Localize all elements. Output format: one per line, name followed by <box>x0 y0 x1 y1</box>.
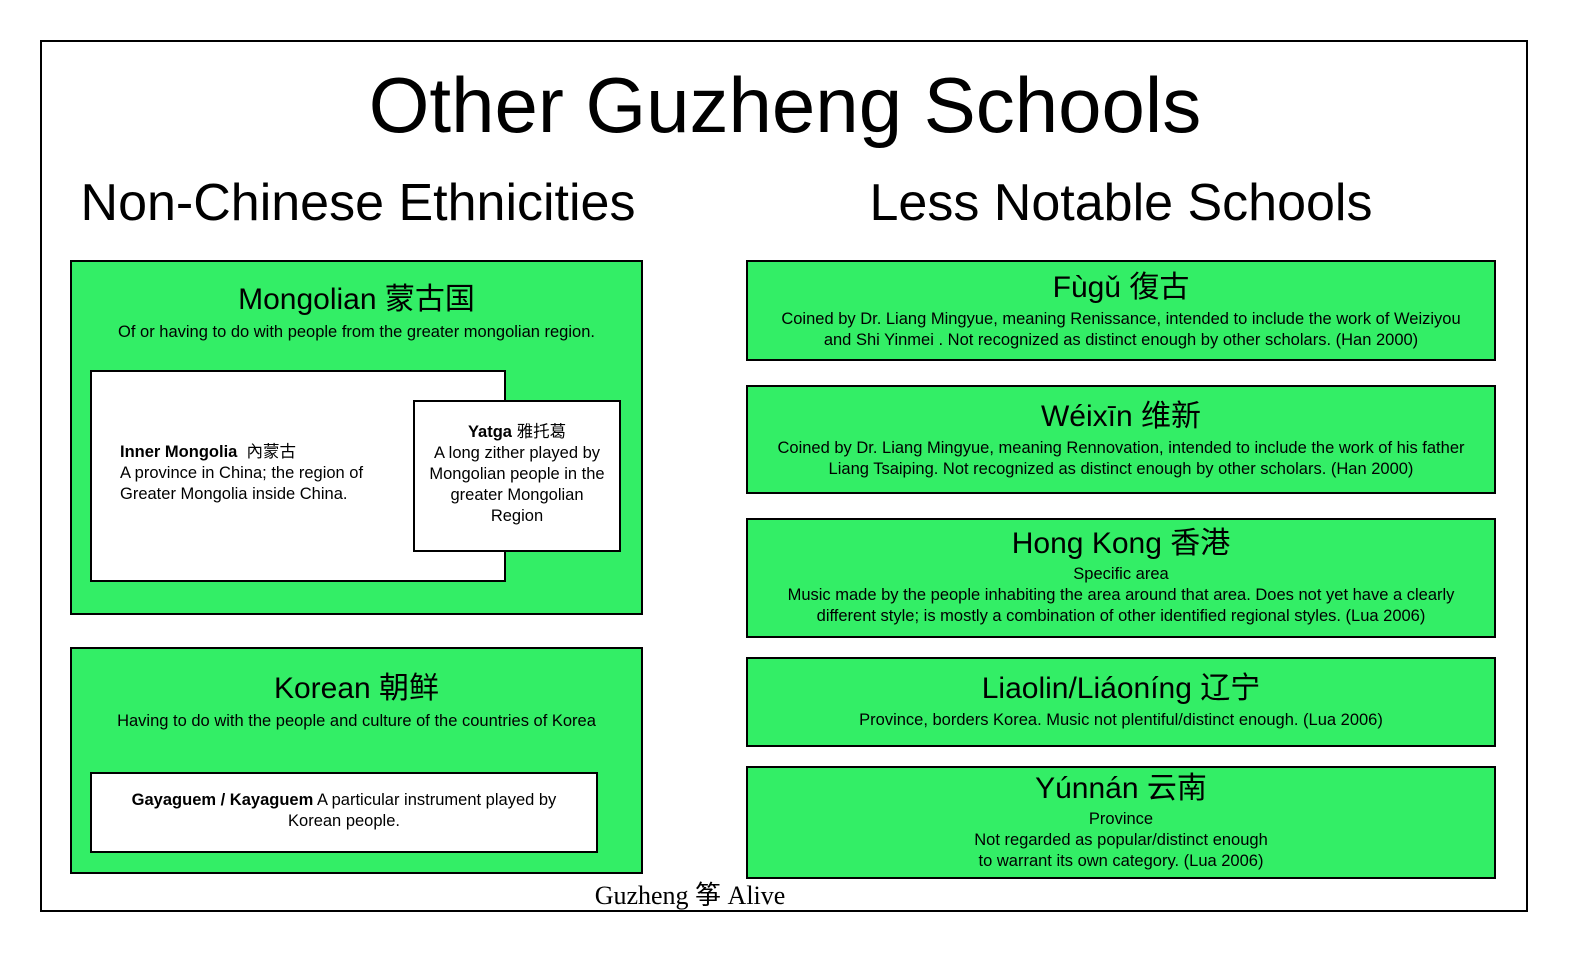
korean-description: Having to do with the people and culture… <box>117 712 596 730</box>
slide-frame <box>40 40 1528 912</box>
mongolian-description: Of or having to do with people from the … <box>118 323 595 341</box>
school-title-hong-kong: Hong Kong 香港 <box>1011 527 1231 560</box>
school-description-weixin: Coined by Dr. Liang Mingyue, meaning Ren… <box>777 439 1465 478</box>
yatga-chinese: 雅托葛 <box>516 423 567 441</box>
school-title-fugu: Fùgǔ 復古 <box>1052 271 1190 304</box>
yatga-box: Yatga 雅托葛 A long zither played by Mongol… <box>413 400 621 552</box>
page-title: Other Guzheng Schools <box>368 61 1202 149</box>
gayaguem-text: Gayaguem / Kayaguem A particular instrum… <box>92 790 596 832</box>
school-description-hong-kong: Specific area Music made by the people i… <box>787 565 1455 625</box>
yatga-description: A long zither played by Mongolian people… <box>429 444 605 525</box>
school-description-fugu: Coined by Dr. Liang Mingyue, meaning Ren… <box>781 310 1461 349</box>
mongolian-title: Mongolian 蒙古国 <box>238 283 475 316</box>
school-title-yunnan: Yúnnán 云南 <box>1035 772 1207 805</box>
school-box-yunnan: Yúnnán 云南 Province Not regarded as popul… <box>746 766 1496 879</box>
right-section-heading: Less Notable Schools <box>869 174 1373 232</box>
inner-mongolia-chinese: 內蒙古 <box>246 443 297 461</box>
inner-mongolia-description: A province in China; the region of Great… <box>120 464 364 503</box>
gayaguem-name: Gayaguem / Kayaguem <box>131 791 314 809</box>
school-box-weixin: Wéixīn 维新 Coined by Dr. Liang Mingyue, m… <box>746 385 1496 494</box>
school-box-fugu: Fùgǔ 復古 Coined by Dr. Liang Mingyue, mea… <box>746 260 1496 361</box>
yatga-text: Yatga 雅托葛 A long zither played by Mongol… <box>415 422 619 527</box>
inner-mongolia-text: Inner Mongolia 內蒙古 A province in China; … <box>120 442 420 505</box>
school-description-yunnan: Province Not regarded as popular/distinc… <box>974 810 1268 870</box>
school-title-weixin: Wéixīn 维新 <box>1040 400 1202 433</box>
footer-caption: Guzheng 筝 Alive <box>594 881 786 910</box>
school-title-liaoning: Liaolin/Liáoníng 辽宁 <box>981 672 1261 705</box>
yatga-name: Yatga <box>467 423 512 441</box>
gayaguem-box: Gayaguem / Kayaguem A particular instrum… <box>90 772 598 853</box>
school-box-hong-kong: Hong Kong 香港 Specific area Music made by… <box>746 518 1496 638</box>
korean-title: Korean 朝鲜 <box>273 672 440 705</box>
inner-mongolia-name: Inner Mongolia <box>120 443 238 461</box>
school-box-liaoning: Liaolin/Liáoníng 辽宁 Province, borders Ko… <box>746 657 1496 747</box>
school-description-liaoning: Province, borders Korea. Music not plent… <box>859 711 1383 729</box>
left-section-heading: Non-Chinese Ethnicities <box>80 174 636 232</box>
gayaguem-description: A particular instrument played by Korean… <box>288 791 557 830</box>
